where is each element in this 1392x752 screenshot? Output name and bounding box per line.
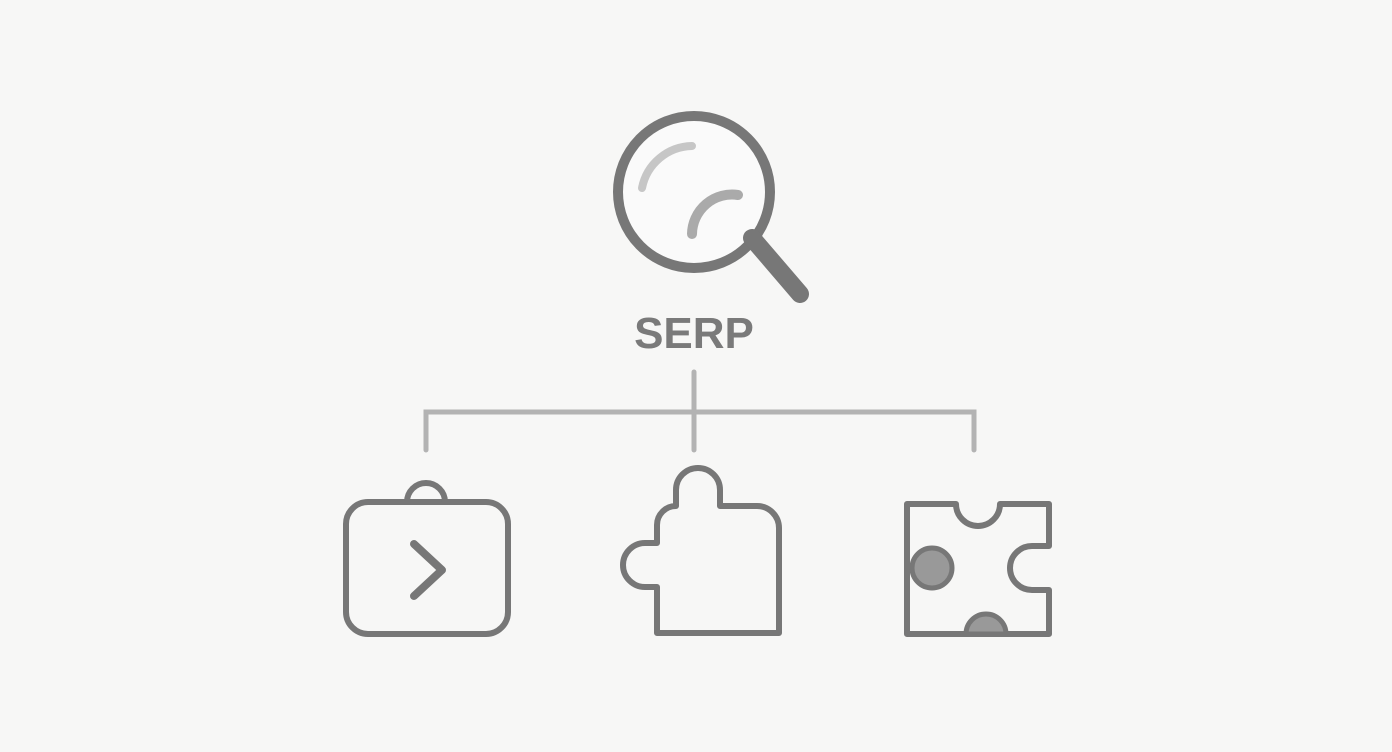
root-label: SERP	[634, 309, 754, 358]
magnifier-icon	[613, 111, 809, 303]
terminal-plugin-icon	[343, 480, 511, 637]
tile-dot-bottom	[963, 611, 1009, 637]
tile-dot-left	[909, 545, 955, 591]
lens-highlight-bottom	[687, 189, 743, 239]
tree-connectors	[423, 369, 977, 453]
branch-connector	[423, 409, 977, 453]
magnifier-handle	[743, 229, 809, 303]
puzzle-piece-icon	[620, 465, 782, 636]
puzzle-tile-icon	[904, 501, 1052, 637]
lens-highlight-top	[638, 142, 696, 192]
